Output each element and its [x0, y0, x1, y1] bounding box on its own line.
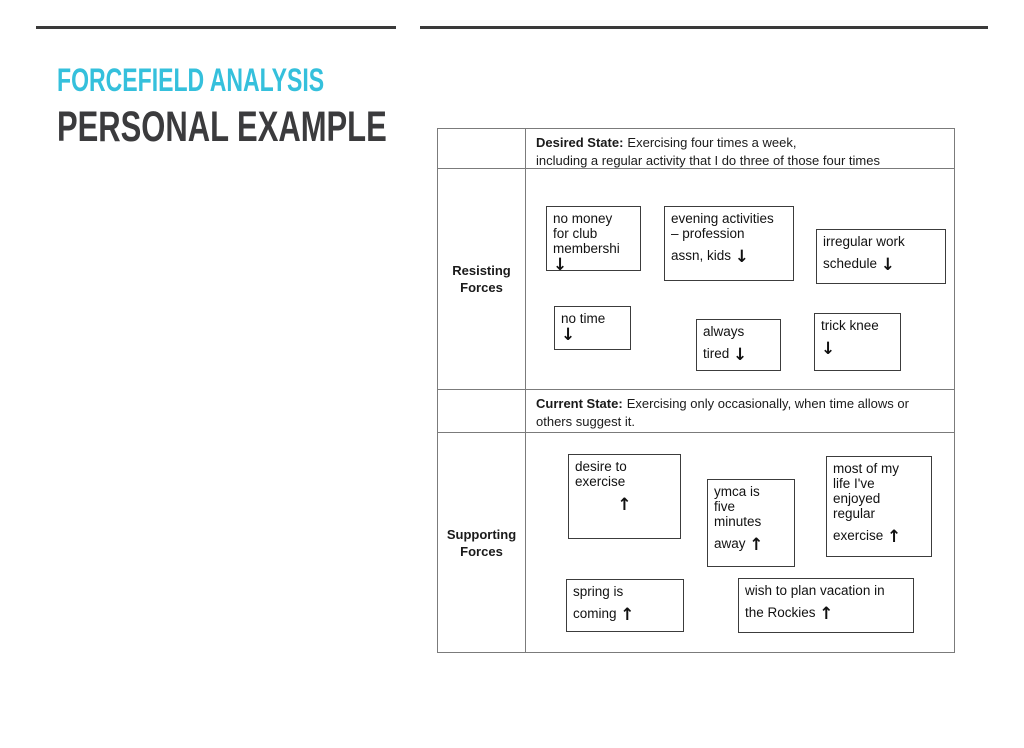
force-box-line: no money [553, 211, 613, 226]
force-box-line: for club [553, 226, 598, 241]
force-box-line: most of my [833, 461, 900, 476]
desired-state-label: Desired State: [536, 135, 624, 150]
top-rule-left [36, 26, 396, 29]
current-state-line1: Current State:Exercising only occasional… [536, 395, 946, 413]
force-box-line: exercise ↑ [833, 527, 902, 547]
force-box-trick-knee: trick knee ↓ [814, 313, 901, 371]
current-state-line1-text: Exercising only occasionally, when time … [626, 396, 909, 411]
supporting-forces-label-cell: Supporting Forces [438, 433, 526, 652]
force-box-line: regular [833, 506, 876, 521]
force-box-line: the Rockies ↑ [745, 604, 834, 624]
force-box-line: minutes [714, 514, 762, 529]
resisting-forces-label-line1: Resisting [452, 263, 511, 278]
force-box-line [833, 521, 925, 528]
desired-state-line1-text: Exercising four times a week, [627, 135, 797, 150]
current-state-label: Current State: [536, 396, 623, 411]
force-box-line [671, 241, 787, 248]
down-arrow-icon: ↓ [553, 255, 568, 271]
force-box-line: away ↑ [714, 535, 764, 555]
force-box-line: coming ↑ [573, 605, 635, 625]
down-arrow-icon: ↓ [880, 255, 896, 275]
up-arrow-icon: ↑ [617, 495, 632, 515]
supporting-forces-label-line1: Supporting [446, 526, 517, 542]
desired-state-label-cell [438, 129, 526, 169]
up-arrow-icon: ↑ [887, 527, 902, 547]
supporting-forces-label-line2: Forces [460, 543, 503, 559]
current-state-cell: Current State:Exercising only occasional… [526, 390, 954, 433]
force-box-irregular-work: irregular work schedule ↓ [816, 229, 946, 284]
force-box-line: wish to plan vacation in [745, 583, 885, 598]
desired-state-cell: Desired State:Exercising four times a we… [526, 129, 954, 169]
force-box-vacation-rockies: wish to plan vacation in the Rockies ↑ [738, 578, 914, 633]
force-box-line: assn, kids ↓ [671, 247, 750, 267]
down-arrow-icon: ↓ [561, 325, 576, 345]
slide-subtitle: FORCEFIELD ANALYSIS [57, 62, 325, 98]
force-box-line: spring is [573, 584, 624, 599]
up-arrow-icon: ↑ [620, 605, 635, 625]
resisting-forces-label-line2: Forces [460, 280, 503, 295]
force-box-no-time: no time↓ [554, 306, 631, 350]
up-arrow-icon: ↑ [819, 604, 834, 624]
force-box-line: enjoyed [833, 491, 881, 506]
current-state-line2: others suggest it. [536, 414, 635, 429]
current-state-label-cell [438, 390, 526, 433]
force-box-line: schedule ↓ [823, 255, 896, 275]
force-box-line: ↑ [575, 495, 674, 515]
desired-state-line1: Desired State:Exercising four times a we… [536, 134, 946, 152]
up-arrow-icon: ↑ [749, 535, 764, 555]
force-box-line: five [714, 499, 736, 514]
force-box-always-tired: always tired ↓ [696, 319, 781, 371]
top-rule-right [420, 26, 988, 29]
force-box-line: life I've [833, 476, 875, 491]
force-box-line: tired ↓ [703, 345, 748, 365]
force-box-line: irregular work [823, 234, 905, 249]
resisting-forces-cell [526, 169, 954, 390]
force-box-line: – profession [671, 226, 745, 241]
slide-title: PERSONAL EXAMPLE [57, 103, 387, 151]
resisting-forces-label-cell: Resisting Forces [438, 169, 526, 390]
force-box-line: ↓ [821, 339, 894, 359]
force-box-spring-is-coming: spring is coming ↑ [566, 579, 684, 632]
force-box-line: ymca is [714, 484, 760, 499]
force-box-line: trick knee [821, 318, 879, 333]
forcefield-table: Desired State:Exercising four times a we… [437, 128, 955, 653]
down-arrow-icon: ↓ [734, 247, 750, 267]
force-box-line: evening activities [671, 211, 774, 226]
force-box-evening-activities: evening activities– profession assn, kids… [664, 206, 794, 281]
force-box-line: ↓ [561, 325, 624, 345]
force-box-line: no time [561, 311, 606, 326]
force-box-line: membershi↓ [553, 241, 620, 271]
down-arrow-icon: ↓ [821, 339, 836, 359]
force-box-line: exercise [575, 474, 626, 489]
desired-state-line2: including a regular activity that I do t… [536, 153, 880, 168]
down-arrow-icon: ↓ [733, 345, 748, 365]
force-box-line: desire to [575, 459, 627, 474]
force-box-line: always [703, 324, 745, 339]
